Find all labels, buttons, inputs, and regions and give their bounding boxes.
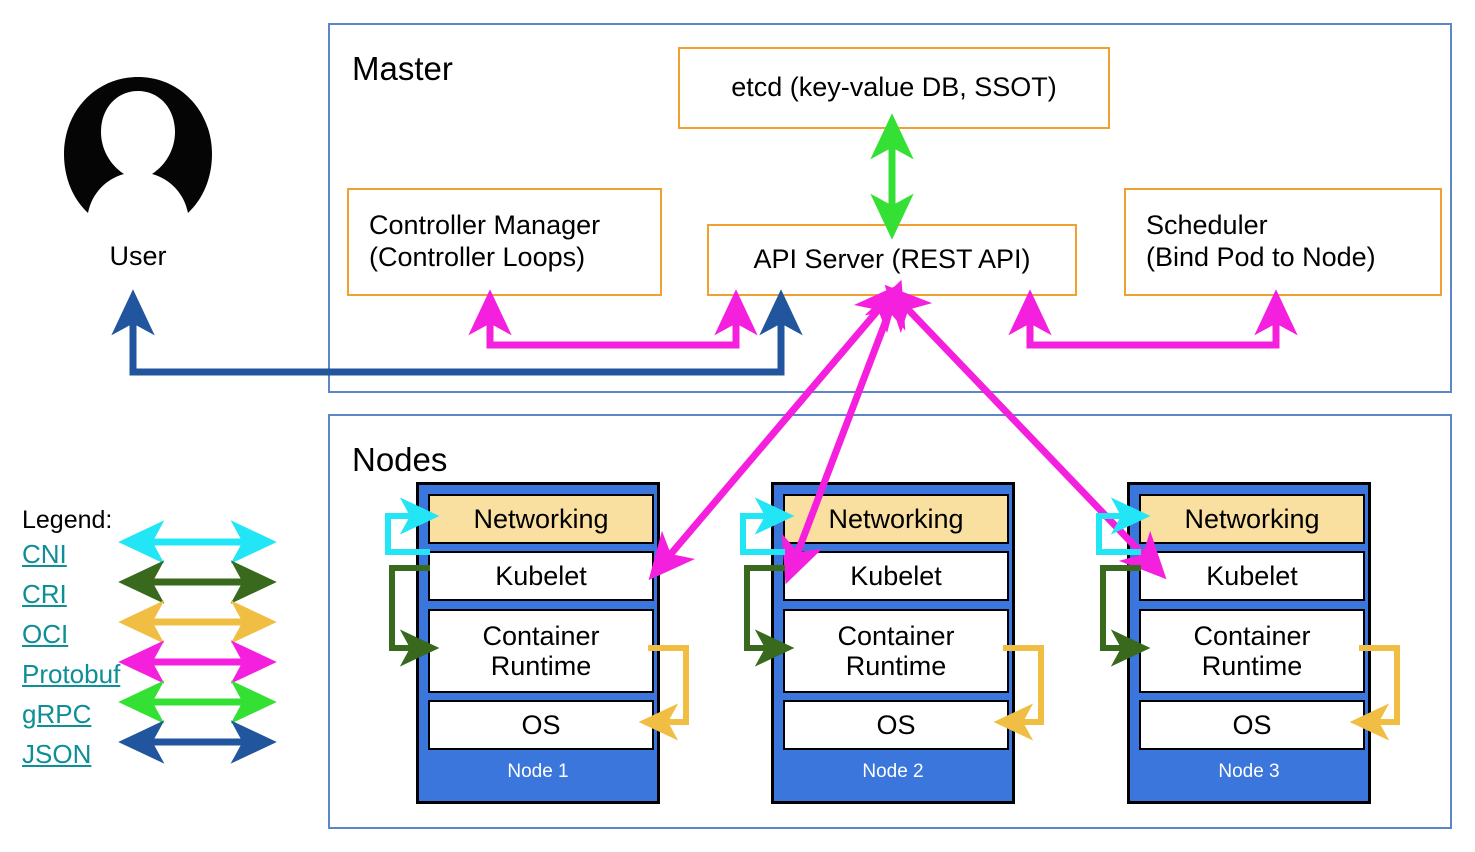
user-figure: User <box>62 75 214 275</box>
node-3-networking-layer[interactable]: Networking <box>1139 494 1365 544</box>
node-card-3[interactable]: Networking Kubelet Container Runtime OS … <box>1127 482 1371 804</box>
api-server-box[interactable]: API Server (REST API) <box>707 224 1077 296</box>
node-2-networking-layer[interactable]: Networking <box>783 494 1009 544</box>
node-2-os-layer[interactable]: OS <box>783 700 1009 750</box>
legend-label-grpc[interactable]: gRPC <box>22 699 92 729</box>
node-3-os-layer[interactable]: OS <box>1139 700 1365 750</box>
node-2-kubelet-layer[interactable]: Kubelet <box>783 551 1009 601</box>
node-3-container-runtime-layer[interactable]: Container Runtime <box>1139 609 1365 693</box>
node-2-name: Node 2 <box>862 761 924 782</box>
legend-label-oci[interactable]: OCI <box>22 619 69 649</box>
node-card-2[interactable]: Networking Kubelet Container Runtime OS … <box>771 482 1015 804</box>
node-1-networking-layer[interactable]: Networking <box>428 494 654 544</box>
legend-label-json[interactable]: JSON <box>22 739 92 769</box>
node-1-kubelet-layer[interactable]: Kubelet <box>428 551 654 601</box>
user-label: User <box>109 241 167 271</box>
node-3-name: Node 3 <box>1218 761 1280 782</box>
scheduler-box[interactable]: Scheduler (Bind Pod to Node) <box>1124 188 1442 296</box>
node-1-container-runtime-layer[interactable]: Container Runtime <box>428 609 654 693</box>
legend-label-cri[interactable]: CRI <box>22 579 67 609</box>
legend-title: Legend: <box>22 506 113 534</box>
node-1-name: Node 1 <box>507 761 569 782</box>
legend-label-cni[interactable]: CNI <box>22 539 67 569</box>
node-2-container-runtime-layer[interactable]: Container Runtime <box>783 609 1009 693</box>
user-avatar-icon <box>64 77 212 213</box>
legend: Legend: CNI CRI OCI Protobuf gRPC JSON <box>22 506 292 768</box>
legend-label-protobuf[interactable]: Protobuf <box>22 659 121 689</box>
node-3-kubelet-layer[interactable]: Kubelet <box>1139 551 1365 601</box>
etcd-box[interactable]: etcd (key-value DB, SSOT) <box>678 47 1110 129</box>
controller-manager-box[interactable]: Controller Manager (Controller Loops) <box>347 188 662 296</box>
node-1-os-layer[interactable]: OS <box>428 700 654 750</box>
nodes-group-title: Nodes <box>352 441 448 478</box>
node-card-1[interactable]: Networking Kubelet Container Runtime OS … <box>416 482 660 804</box>
master-group-title: Master <box>352 50 453 87</box>
